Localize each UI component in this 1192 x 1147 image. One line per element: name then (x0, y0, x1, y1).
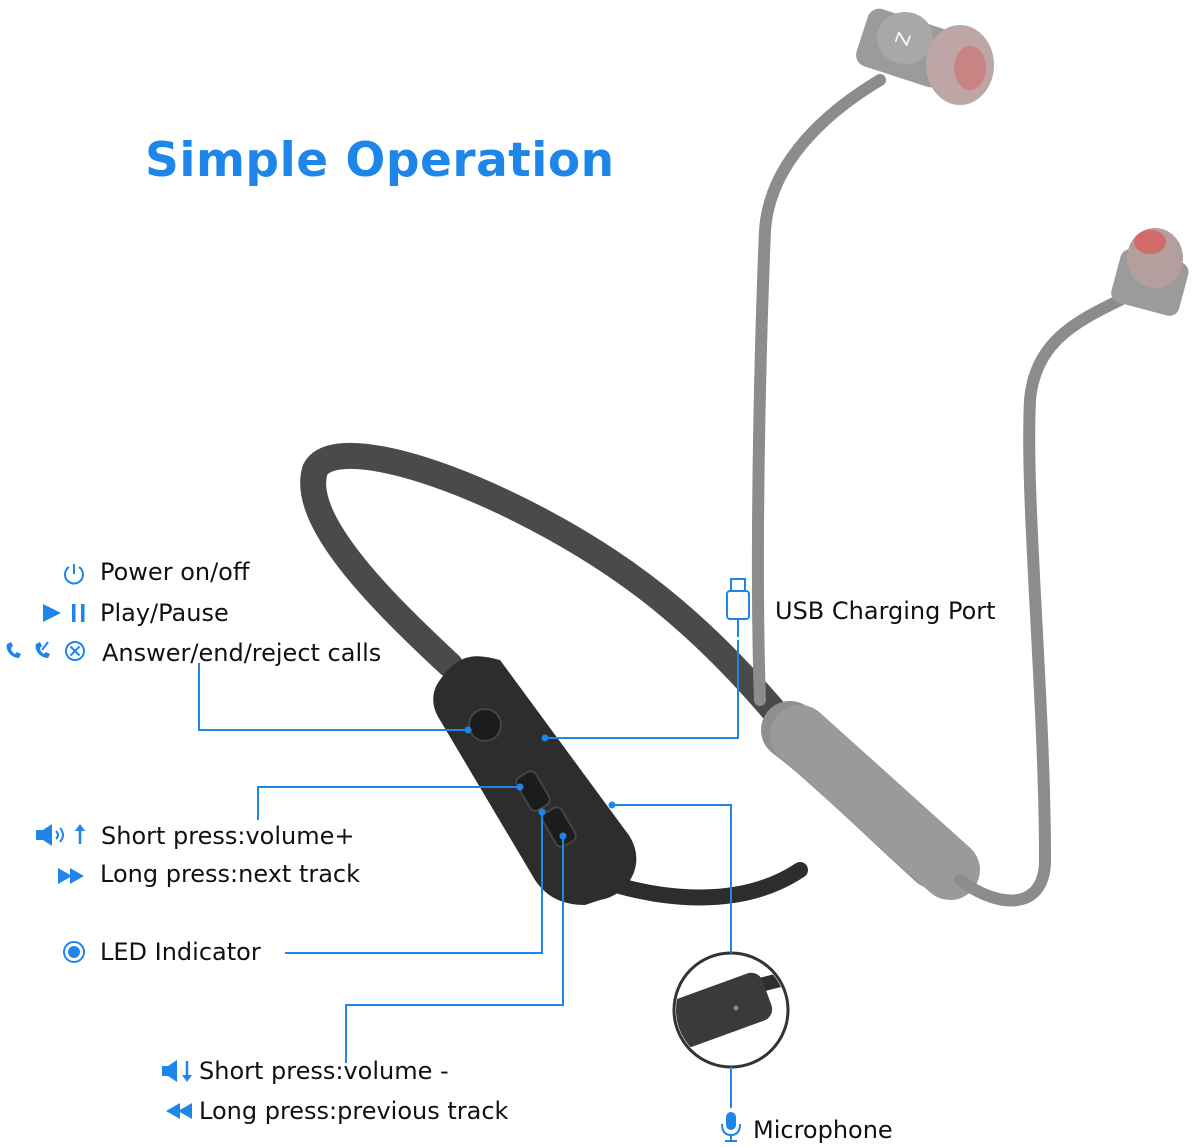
microphone-inset (672, 951, 790, 1069)
next-track-label: Long press:next track (100, 860, 361, 888)
next-track-icon (58, 868, 84, 884)
previous-track-icon (166, 1103, 192, 1119)
phone-answer-icon (6, 642, 21, 658)
neckband (300, 442, 803, 743)
calls-label: Answer/end/reject calls (102, 639, 382, 667)
controller (433, 656, 808, 906)
vol-down-label: Short press:volume - (199, 1057, 449, 1085)
leader-lines (198, 640, 739, 1108)
prev-track-label: Long press:previous track (199, 1097, 509, 1125)
left-earbud: Z (856, 8, 994, 105)
volume-up-icon (36, 824, 85, 846)
play-pause-icon (43, 604, 85, 622)
page-title: Simple Operation (145, 133, 615, 188)
microphone-icon (721, 1112, 741, 1142)
led-label: LED Indicator (100, 938, 261, 966)
usb-label: USB Charging Port (775, 597, 996, 625)
reject-icon (65, 641, 85, 661)
power-icon (64, 564, 84, 585)
right-body (770, 705, 980, 900)
power-label: Power on/off (100, 558, 250, 586)
led-icon (63, 941, 85, 963)
mic-label: Microphone (753, 1116, 893, 1144)
left-cable (751, 74, 886, 706)
phone-end-icon (35, 641, 50, 658)
play-pause-label: Play/Pause (100, 599, 229, 627)
right-earbud (1111, 228, 1189, 316)
usb-icon (726, 578, 750, 637)
volume-down-icon (162, 1060, 192, 1082)
right-cable (954, 294, 1126, 907)
vol-up-label: Short press:volume+ (101, 822, 355, 850)
